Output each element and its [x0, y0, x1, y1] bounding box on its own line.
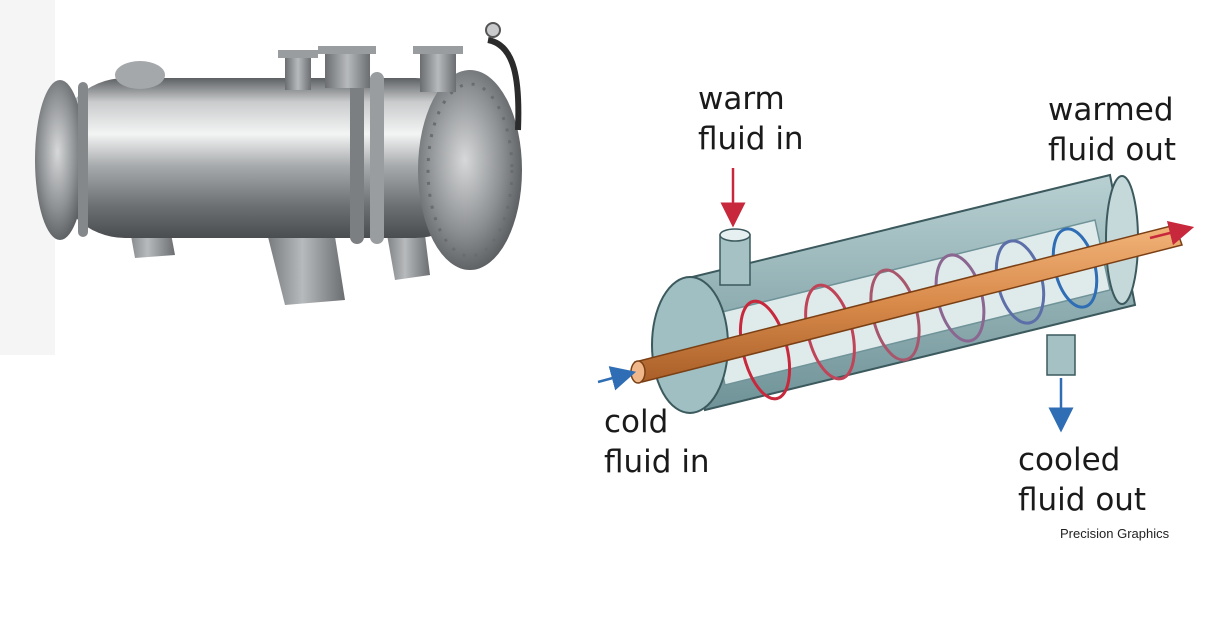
cooled-outlet-nozzle	[1046, 334, 1076, 376]
heat-exchanger-diagram	[590, 90, 1195, 545]
cooled-fluid-out-label: cooled fluid out	[1018, 442, 1147, 518]
heat-exchanger-photo	[0, 0, 522, 355]
warm-fluid-in-label: warm fluid in	[698, 81, 804, 157]
warmed-fluid-out-label: warmed fluid out	[1048, 92, 1177, 168]
warm-inlet-nozzle	[719, 228, 751, 286]
cold-in-arrow	[597, 366, 637, 391]
warmed-out-arrow	[1149, 220, 1195, 246]
cold-fluid-in-label: cold fluid in	[604, 404, 710, 480]
image-credit: Precision Graphics	[1060, 526, 1170, 541]
